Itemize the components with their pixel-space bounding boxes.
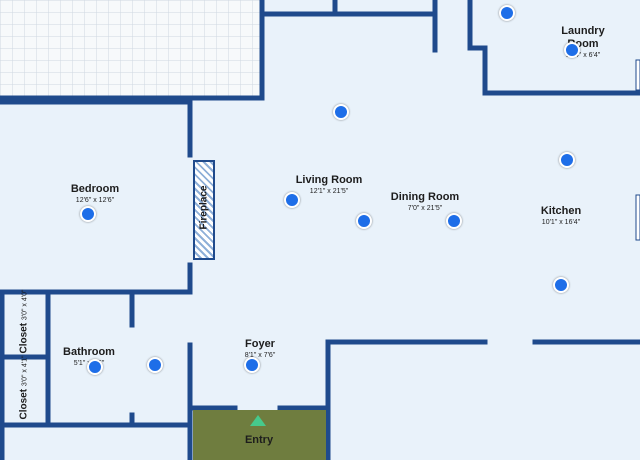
photo-hotspot[interactable] [559,152,575,168]
photo-hotspot[interactable] [284,192,300,208]
room-closet-2-dims: 3'0" x 4'1" [21,355,29,387]
room-dining-name: Dining Room [390,191,460,203]
room-foyer-name: Foyer [245,338,275,350]
photo-hotspot[interactable] [333,104,349,120]
room-bedroom-name: Bedroom [70,183,120,195]
entry-arrow-icon [250,415,266,426]
room-closet-1-name: Closet [18,322,30,354]
room-kitchen-dims: 10'1" x 16'4" [541,219,581,226]
room-foyer-dims: 8'1" x 7'6" [244,352,276,359]
entry-label: Entry [244,434,274,446]
window-right-2 [635,194,640,241]
photo-hotspot[interactable] [564,42,580,58]
photo-hotspot[interactable] [446,213,462,229]
room-dining-dims: 7'0" x 21'5" [407,205,443,212]
photo-hotspot[interactable] [356,213,372,229]
room-bathroom-name: Bathroom [63,346,115,358]
room-closet-2: Closet 3'0" x 4'1" [18,356,30,420]
photo-hotspot[interactable] [87,359,103,375]
room-foyer: Foyer 8'1" x 7'6" [245,338,276,360]
photo-hotspot[interactable] [244,357,260,373]
room-closet-1: Closet 3'0" x 4'0" [18,290,30,354]
room-laundry-dims: 10'4" x 6'4" [565,52,601,59]
room-living: Living Room 12'1" x 21'5" [296,174,363,196]
photo-hotspot[interactable] [80,206,96,222]
photo-hotspot[interactable] [499,5,515,21]
photo-hotspot[interactable] [147,357,163,373]
room-bedroom: Bedroom 12'6" x 12'6" [71,183,119,205]
room-living-dims: 12'1" x 21'5" [309,188,349,195]
room-closet-1-dims: 3'0" x 4'0" [21,289,29,321]
patio-tile [0,0,262,98]
fireplace [193,160,215,260]
room-bedroom-dims: 12'6" x 12'6" [75,197,115,204]
room-kitchen: Kitchen 10'1" x 16'4" [541,205,581,227]
window-right [635,59,640,91]
photo-hotspot[interactable] [553,277,569,293]
room-living-name: Living Room [295,174,363,186]
room-kitchen-name: Kitchen [540,205,582,217]
room-dining: Dining Room 7'0" x 21'5" [391,191,459,213]
room-closet-2-name: Closet [18,388,30,420]
fireplace-label: Fireplace [198,185,210,230]
